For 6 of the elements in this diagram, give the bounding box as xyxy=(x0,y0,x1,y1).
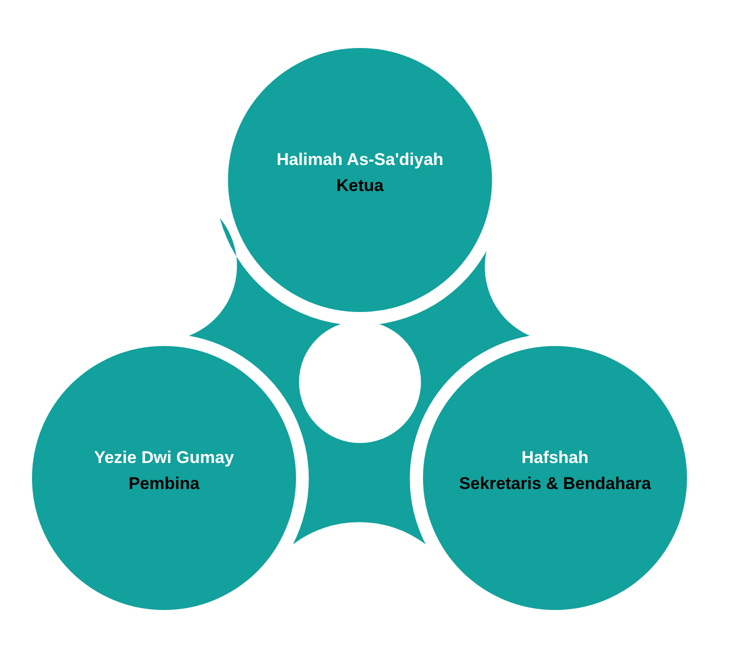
person-name: Hafshah xyxy=(521,448,589,468)
person-name: Halimah As-Sa'diyah xyxy=(276,150,444,170)
role-title: Ketua xyxy=(336,176,384,196)
role-title: Pembina xyxy=(128,474,200,494)
role-title: Sekretaris & Bendahara xyxy=(459,474,651,494)
person-name: Yezie Dwi Gumay xyxy=(94,448,234,468)
